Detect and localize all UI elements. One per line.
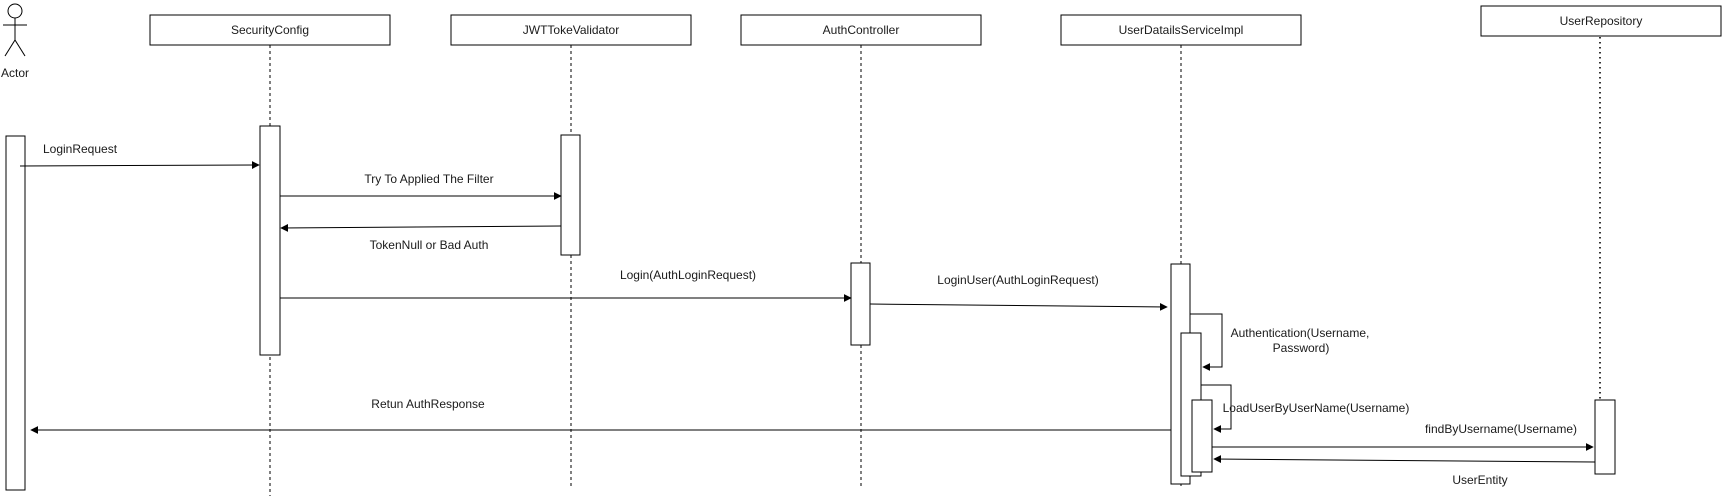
actor-label: Actor: [1, 66, 29, 80]
actor-right-leg: [14, 39, 26, 57]
message-label-line-1: Authentication(Username,: [1231, 326, 1370, 340]
message-label: Retun AuthResponse: [371, 397, 485, 411]
participant-label: AuthController: [823, 23, 900, 37]
actor-left-leg: [4, 39, 16, 57]
message-authentication: Authentication(Username, Password): [1190, 313, 1370, 371]
participant-auth-controller: AuthController: [740, 14, 982, 46]
message-label: TokenNull or Bad Auth: [370, 238, 489, 252]
participant-label: SecurityConfig: [231, 23, 309, 37]
message-label: LoginRequest: [43, 142, 118, 156]
participant-user-repository: UserRepository: [1480, 5, 1722, 37]
activation-user-repository: [1594, 399, 1616, 475]
message-token-null: TokenNull or Bad Auth: [280, 223, 562, 252]
message-label: Login(AuthLoginRequest): [620, 268, 756, 282]
message-login: Login(AuthLoginRequest): [280, 268, 852, 302]
activation-security-config: [259, 125, 281, 356]
message-login-user: LoginUser(AuthLoginRequest): [869, 273, 1168, 311]
actor: Actor: [1, 3, 29, 80]
message-label: LoginUser(AuthLoginRequest): [937, 273, 1098, 287]
message-login-request: LoginRequest: [19, 142, 260, 170]
participant-jwt-validator: JWTTokeValidator: [450, 14, 692, 46]
message-user-entity: UserEntity: [1213, 455, 1596, 487]
participant-user-details-service: UserDatailsServiceImpl: [1060, 14, 1302, 46]
activation-auth-controller: [850, 262, 871, 346]
message-label: Try To Applied The Filter: [364, 172, 493, 186]
participant-label: JWTTokeValidator: [523, 23, 619, 37]
participant-label: UserDatailsServiceImpl: [1119, 23, 1244, 37]
participant-security-config: SecurityConfig: [149, 14, 391, 46]
activation-actor: [5, 135, 26, 491]
activation-user-details-service-nested-2: [1191, 399, 1213, 473]
message-label: UserEntity: [1452, 473, 1507, 487]
message-load-user: LoadUserByUserName(Username): [1201, 384, 1410, 433]
message-find-by-username: findByUsername(Username): [1212, 422, 1594, 451]
activation-jwt-validator: [560, 134, 581, 256]
participant-label: UserRepository: [1560, 14, 1643, 28]
message-label: findByUsername(Username): [1425, 422, 1577, 436]
message-label: LoadUserByUserName(Username): [1223, 401, 1410, 415]
message-retun-auth-response: Retun AuthResponse: [30, 397, 1171, 434]
actor-head-icon: [7, 3, 23, 19]
message-apply-filter: Try To Applied The Filter: [280, 172, 562, 200]
message-label-line-2: Password): [1273, 341, 1330, 355]
